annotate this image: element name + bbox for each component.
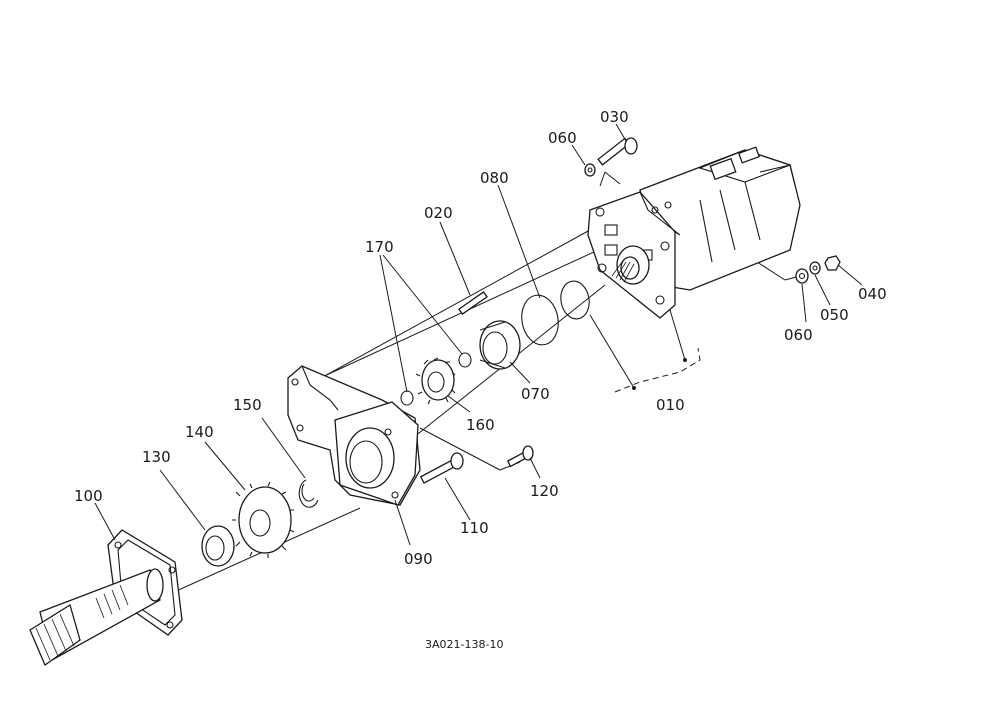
label-100: 100 [74, 487, 103, 505]
part-120-bolt [506, 445, 541, 479]
part-o-ring-small [560, 280, 590, 320]
label-170: 170 [365, 238, 394, 256]
part-010-hydraulic-pump [587, 146, 801, 393]
part-160-gear [415, 357, 471, 413]
drive-shaft [29, 568, 164, 666]
label-070: 070 [521, 385, 550, 403]
label-010: 010 [656, 396, 685, 414]
label-110: 110 [460, 519, 489, 537]
label-080: 080 [480, 169, 509, 187]
part-030-bolt [597, 123, 638, 166]
label-050: 050 [820, 306, 849, 324]
part-110-bolt [419, 452, 471, 521]
label-090: 090 [404, 550, 433, 568]
label-120: 120 [530, 482, 559, 500]
label-150: 150 [233, 396, 262, 414]
part-170-snap-ring [379, 254, 472, 406]
part-050-lock-washer [809, 261, 831, 306]
part-020-stud [439, 221, 488, 315]
part-090-housing [287, 365, 421, 546]
label-060-right: 060 [784, 326, 813, 344]
label-040: 040 [858, 285, 887, 303]
label-030: 030 [600, 108, 629, 126]
part-140-gear [204, 441, 295, 558]
label-160: 160 [466, 416, 495, 434]
part-080-o-ring [497, 184, 559, 346]
part-labels: 010 020 030 040 050 060 060 070 080 090 … [74, 108, 887, 568]
part-060-washer-top [571, 144, 596, 177]
part-040-nut [824, 255, 863, 286]
drawing-reference-number: 3A021-138-10 [425, 638, 503, 651]
part-150-circlip [261, 417, 319, 508]
part-070-bushing [479, 320, 531, 384]
part-060-washer-right [795, 268, 809, 323]
part-130-seal [159, 469, 235, 567]
label-020: 020 [424, 204, 453, 222]
label-060-top: 060 [548, 129, 577, 147]
label-140: 140 [185, 423, 214, 441]
label-130: 130 [142, 448, 171, 466]
